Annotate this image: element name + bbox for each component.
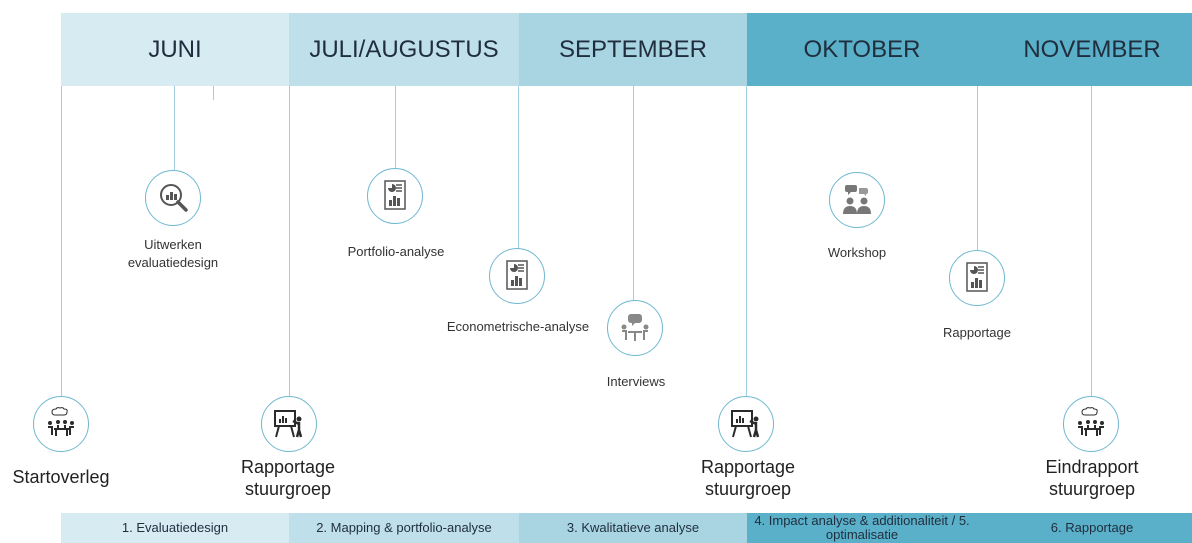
phase-kwalitatieve: 3. Kwalitatieve analyse bbox=[519, 513, 747, 543]
phase-impact: 4. Impact analyse & additionaliteit / 5.… bbox=[747, 513, 977, 543]
connector-line bbox=[977, 86, 978, 250]
report-icon bbox=[384, 180, 406, 210]
econometrische-node bbox=[489, 248, 545, 304]
interviews-label: Interviews bbox=[606, 374, 666, 389]
uitwerken-label: Uitwerken evaluatiedesign bbox=[127, 237, 219, 270]
startoverleg-node bbox=[33, 396, 89, 452]
phase-mapping-portfolio: 2. Mapping & portfolio-analyse bbox=[289, 513, 519, 543]
presentation-icon bbox=[274, 410, 303, 438]
rapportage-stuurgroep-label-1: Rapportage stuurgroep bbox=[240, 457, 336, 499]
econometrische-label: Econometrische-analyse bbox=[446, 319, 590, 334]
workshop-node bbox=[829, 172, 885, 228]
uitwerken-node bbox=[145, 170, 201, 226]
rapportage-stuurgroep-node-1 bbox=[261, 396, 317, 452]
rapportage-node bbox=[949, 250, 1005, 306]
month-juni: JUNI bbox=[61, 13, 289, 86]
eindrapport-label: Eindrapport stuurgroep bbox=[1045, 457, 1139, 499]
connector-line bbox=[174, 86, 175, 170]
report-icon bbox=[966, 262, 988, 292]
rapportage-stuurgroep-label-2: Rapportage stuurgroep bbox=[700, 457, 796, 499]
meeting-icon bbox=[1078, 407, 1104, 436]
connector-line bbox=[746, 86, 747, 396]
month-juli-augustus: JULI/AUGUSTUS bbox=[289, 13, 519, 86]
workshop-label: Workshop bbox=[827, 245, 887, 260]
people-chat-icon bbox=[843, 185, 871, 214]
portfolio-node bbox=[367, 168, 423, 224]
interviews-node bbox=[607, 300, 663, 356]
month-september: SEPTEMBER bbox=[519, 13, 747, 86]
connector-line bbox=[1091, 86, 1092, 396]
startoverleg-label: Startoverleg bbox=[12, 467, 110, 487]
portfolio-label: Portfolio-analyse bbox=[347, 244, 445, 259]
magnifier-chart-icon bbox=[160, 184, 188, 212]
phase-rapportage: 6. Rapportage bbox=[977, 513, 1192, 543]
connector-line bbox=[395, 86, 396, 168]
meeting-icon bbox=[48, 407, 74, 436]
phase-evaluatiedesign: 1. Evaluatiedesign bbox=[61, 513, 289, 543]
rapportage-stuurgroep-node-2 bbox=[718, 396, 774, 452]
connector-line bbox=[61, 86, 62, 396]
connector-line bbox=[633, 86, 634, 300]
connector-line bbox=[213, 86, 214, 100]
rapportage-label: Rapportage bbox=[943, 325, 1011, 340]
month-november: NOVEMBER bbox=[977, 13, 1192, 86]
month-oktober: OKTOBER bbox=[747, 13, 977, 86]
connector-line bbox=[289, 86, 290, 396]
connector-line bbox=[518, 86, 519, 248]
eindrapport-node bbox=[1063, 396, 1119, 452]
interview-icon bbox=[621, 314, 649, 341]
presentation-icon bbox=[731, 410, 760, 438]
report-icon bbox=[506, 260, 528, 290]
